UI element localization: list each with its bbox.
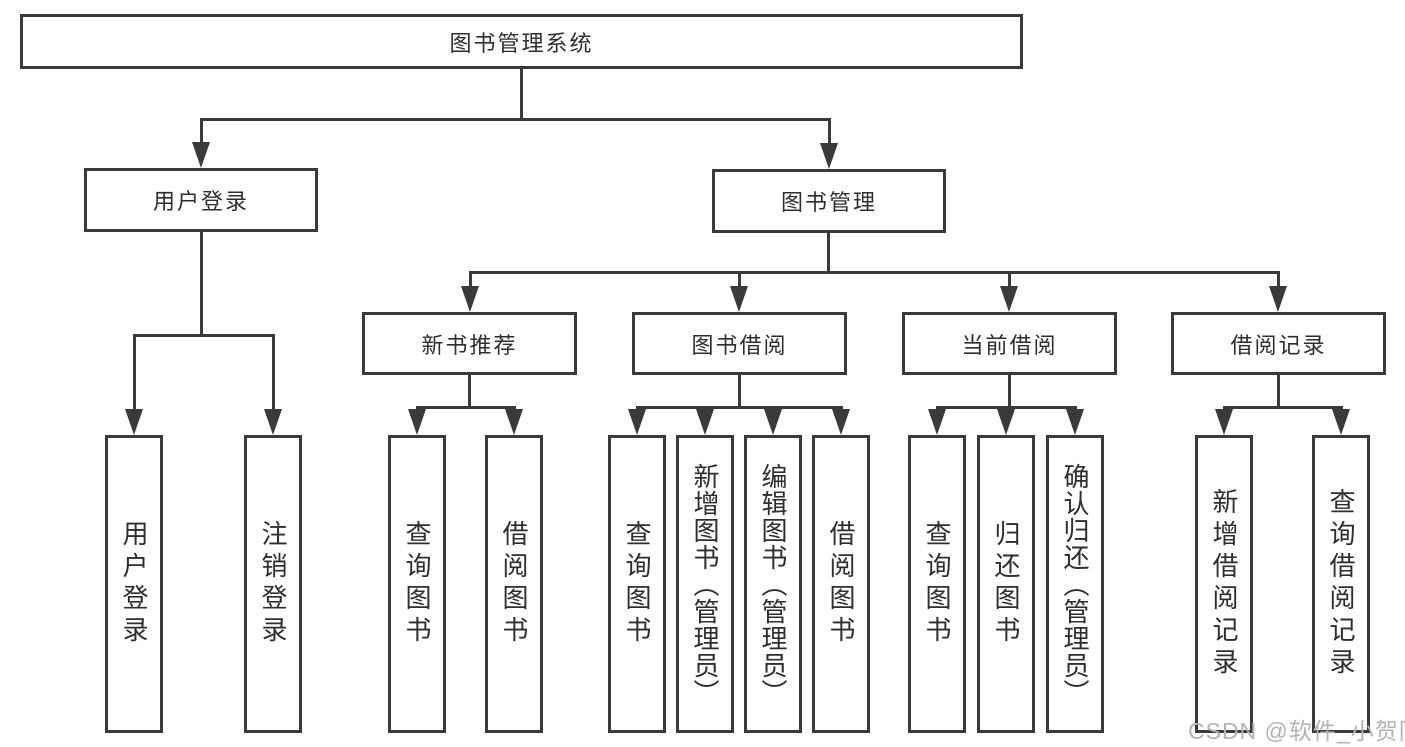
connector-drop	[1277, 271, 1280, 288]
leaf-query-borrow-record: 查询借阅记录	[1312, 435, 1370, 733]
leaf-logout: 注销登录	[244, 435, 302, 733]
connector-drop	[272, 334, 275, 411]
leaf-borrow-books-recommend: 借阅图书	[485, 435, 543, 733]
connector-bar	[469, 271, 1280, 274]
leaf-borrow-books-recommend-label: 借阅图书	[499, 520, 529, 648]
leaf-edit-books-admin: 编辑图书（管理员）	[744, 435, 802, 733]
leaf-add-borrow-record: 新增借阅记录	[1195, 435, 1253, 733]
node-borrowing-records: 借阅记录	[1171, 312, 1386, 375]
arrowhead-down-icon	[628, 409, 646, 435]
leaf-query-borrow-record-label: 查询借阅记录	[1326, 488, 1356, 680]
connector-drop	[828, 118, 831, 146]
node-current-borrowing: 当前借阅	[902, 312, 1117, 375]
node-root-label: 图书管理系统	[449, 30, 594, 56]
node-root: 图书管理系统	[20, 14, 1023, 69]
leaf-query-books-recommend: 查询图书	[388, 435, 446, 733]
leaf-user-login: 用户登录	[105, 435, 163, 733]
node-book-borrowing-label: 图书借阅	[691, 332, 788, 358]
arrowhead-down-icon	[408, 409, 426, 435]
leaf-add-books-admin-label: 新增图书（管理员）	[690, 462, 720, 706]
connector-stem	[1008, 375, 1011, 409]
arrowhead-down-icon	[505, 409, 523, 435]
arrowhead-down-icon	[764, 409, 782, 435]
connector-stem	[200, 232, 203, 337]
connector-stem	[738, 375, 741, 409]
node-user-login-group: 用户登录	[84, 168, 318, 232]
watermark: CSDN @软件_小贺同学	[1188, 718, 1405, 744]
arrowhead-down-icon	[125, 409, 143, 435]
leaf-borrow-books-borrowing-label: 借阅图书	[826, 520, 856, 648]
leaf-confirm-return-admin-label: 确认归还（管理员）	[1060, 462, 1090, 706]
connector-drop	[469, 271, 472, 288]
leaf-query-books-recommend-label: 查询图书	[402, 520, 432, 648]
leaf-query-books-borrowing: 查询图书	[608, 435, 666, 733]
leaf-confirm-return-admin: 确认归还（管理员）	[1046, 435, 1104, 733]
leaf-edit-books-admin-label: 编辑图书（管理员）	[758, 462, 788, 706]
connector-level1-bar	[200, 118, 831, 121]
arrowhead-down-icon	[696, 409, 714, 435]
arrowhead-down-icon	[264, 409, 282, 435]
connector-drop	[738, 271, 741, 288]
node-book-management-label: 图书管理	[780, 190, 877, 215]
connector-drop	[133, 334, 136, 411]
arrowhead-down-icon	[928, 409, 946, 435]
leaf-return-books-label: 归还图书	[991, 520, 1021, 648]
leaf-logout-label: 注销登录	[258, 520, 288, 648]
connector-stem	[1277, 375, 1280, 409]
leaf-borrow-books-borrowing: 借阅图书	[812, 435, 870, 733]
connector-root-stem	[520, 68, 523, 121]
leaf-user-login-label: 用户登录	[119, 520, 149, 648]
node-user-login-group-label: 用户登录	[152, 189, 249, 214]
leaf-query-books-current-label: 查询图书	[922, 520, 952, 648]
connector-bar	[1223, 406, 1343, 409]
arrowhead-down-icon	[1000, 286, 1018, 312]
connector-drop	[200, 118, 203, 146]
node-book-borrowing: 图书借阅	[632, 312, 847, 375]
arrowhead-down-icon	[461, 286, 479, 312]
node-new-book-recommend-label: 新书推荐	[421, 332, 518, 358]
arrowhead-down-icon	[997, 409, 1015, 435]
connector-stem	[827, 233, 830, 274]
arrowhead-down-icon	[192, 142, 210, 168]
arrowhead-down-icon	[1215, 409, 1233, 435]
leaf-return-books: 归还图书	[977, 435, 1035, 733]
connector-bar	[936, 406, 1077, 409]
connector-bar	[133, 334, 274, 337]
connector-drop	[1008, 271, 1011, 288]
connector-stem	[468, 375, 471, 409]
leaf-query-books-current: 查询图书	[908, 435, 966, 733]
arrowhead-down-icon	[1066, 409, 1084, 435]
node-current-borrowing-label: 当前借阅	[961, 332, 1058, 358]
connector-bar	[416, 406, 516, 409]
connector-bar	[636, 406, 843, 409]
arrowhead-down-icon	[820, 143, 838, 169]
leaf-add-books-admin: 新增图书（管理员）	[676, 435, 734, 733]
arrowhead-down-icon	[1269, 286, 1287, 312]
node-book-management: 图书管理	[712, 169, 946, 233]
arrowhead-down-icon	[730, 286, 748, 312]
leaf-query-books-borrowing-label: 查询图书	[622, 520, 652, 648]
node-borrowing-records-label: 借阅记录	[1230, 332, 1327, 358]
arrowhead-down-icon	[832, 409, 850, 435]
arrowhead-down-icon	[1332, 409, 1350, 435]
node-new-book-recommend: 新书推荐	[362, 312, 577, 375]
leaf-add-borrow-record-label: 新增借阅记录	[1209, 488, 1239, 680]
